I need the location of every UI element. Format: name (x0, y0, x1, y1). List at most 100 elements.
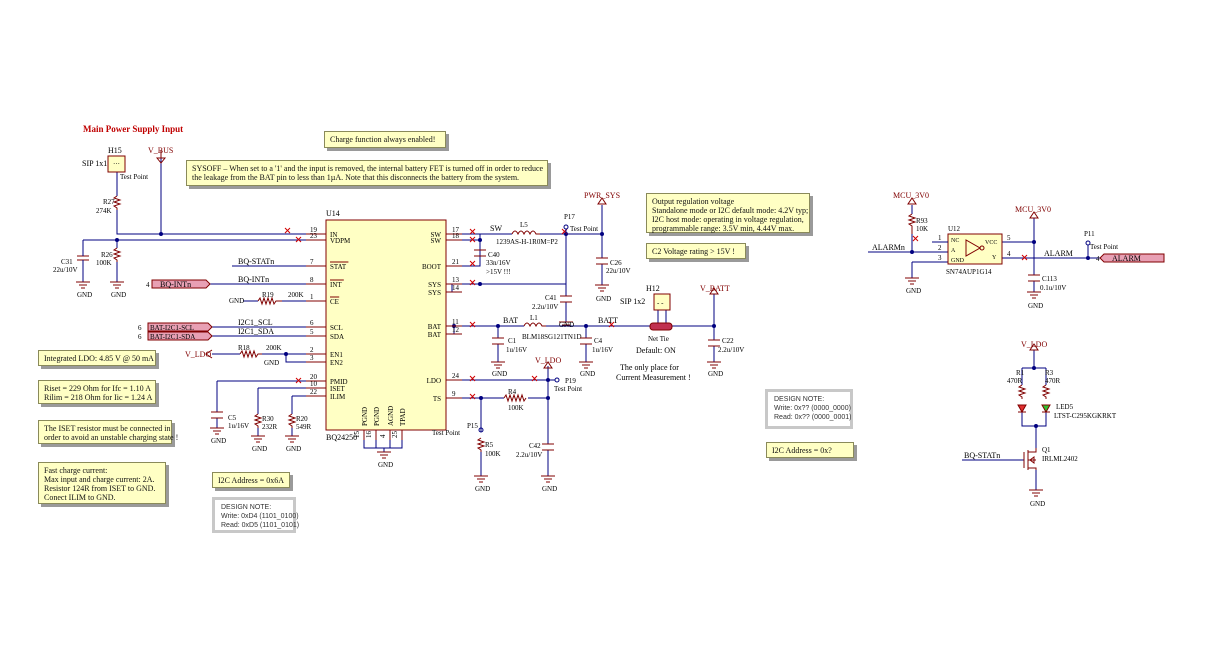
c113: C113 0.1u/10V (1028, 274, 1066, 292)
svg-text:SW: SW (431, 237, 442, 245)
svg-text:4: 4 (379, 434, 387, 438)
svg-text:200K: 200K (288, 291, 304, 299)
svg-text:GND: GND (211, 437, 226, 445)
l1: L1 BLM18SG121TN1D (522, 314, 582, 341)
svg-text:BATT: BATT (598, 316, 618, 325)
svg-text:BQ-STATn: BQ-STATn (964, 451, 1000, 460)
power-flags: V_BUS PWR_SYS V_BATT V_LDO MCU_3V0 MCU_3… (148, 146, 1051, 369)
gnd-r26: GND (110, 281, 126, 299)
svg-text:Y: Y (992, 255, 997, 261)
svg-text:2: 2 (938, 244, 942, 252)
svg-text:24: 24 (452, 372, 460, 380)
flag-mcu2: MCU_3V0 (1015, 205, 1051, 219)
gnd-c31: GND (76, 281, 92, 299)
svg-text:Q1: Q1 (1042, 446, 1051, 454)
note-fast-charge: Fast charge current:Max input and charge… (38, 462, 166, 504)
bqstat-label-right: BQ-STATn (964, 451, 1000, 460)
svg-text:2: 2 (310, 346, 314, 354)
note-sysoff: SYSOFF – When set to a '1' and the input… (186, 160, 548, 186)
svg-text:>15V !!!: >15V !!! (486, 268, 511, 276)
led5: LED5 LTST-C295KGKRKT (1017, 403, 1117, 420)
p15: P15 Test Point (432, 422, 484, 437)
svg-text:22u/10V: 22u/10V (606, 267, 631, 275)
svg-text:R3: R3 (1045, 369, 1054, 377)
svg-text:P15: P15 (467, 422, 478, 430)
svg-text:R18: R18 (238, 344, 250, 352)
svg-text:C22: C22 (722, 337, 734, 345)
gnd-r20: GND (285, 435, 301, 453)
svg-text:6: 6 (138, 324, 142, 332)
r19: R19 200K (257, 291, 304, 306)
svg-text:14: 14 (452, 284, 460, 292)
svg-text:C31: C31 (61, 258, 73, 266)
svg-text:H15: H15 (108, 146, 122, 155)
svg-text:5: 5 (1007, 234, 1011, 242)
svg-text:SDA: SDA (330, 333, 344, 341)
svg-text:470R: 470R (1007, 377, 1023, 385)
r1: R1 470R (1007, 369, 1027, 399)
svg-text:R4: R4 (508, 388, 517, 396)
svg-text:SW: SW (431, 231, 442, 239)
svg-text:U14: U14 (326, 209, 340, 218)
svg-text:6: 6 (138, 333, 142, 341)
svg-text:SYS: SYS (428, 281, 441, 289)
svg-text:U12: U12 (948, 225, 961, 233)
svg-text:GND: GND (708, 370, 723, 378)
port-vldo-in: V_LDO (185, 349, 213, 359)
svg-text:BAT: BAT (428, 323, 442, 331)
svg-text:232R: 232R (262, 423, 278, 431)
p19: P19 Test Point (548, 377, 582, 393)
svg-text:GND: GND (378, 461, 393, 469)
svg-text:GND: GND (475, 485, 490, 493)
junctions (115, 232, 1090, 428)
note-c2: C2 Voltage rating > 15V ! (646, 243, 746, 259)
svg-text:CE: CE (330, 298, 339, 306)
svg-text:R1: R1 (1016, 369, 1025, 377)
svg-text:274K: 274K (96, 207, 112, 215)
svg-text:VDPM: VDPM (330, 237, 351, 245)
svg-text:ISET: ISET (330, 385, 346, 393)
svg-text:470R: 470R (1045, 377, 1061, 385)
page-title: Main Power Supply Input (83, 124, 184, 134)
svg-text:15: 15 (353, 431, 361, 439)
svg-text:BAT-I2C1-SCL: BAT-I2C1-SCL (150, 324, 194, 332)
note-charge: Charge function always enabled! (324, 131, 446, 148)
svg-text:GND: GND (286, 445, 301, 453)
svg-text:GND: GND (252, 445, 267, 453)
gnd-ce: GND (229, 297, 244, 305)
svg-text:2.2u/10V: 2.2u/10V (718, 346, 744, 354)
svg-text:8: 8 (310, 276, 314, 284)
svg-text:GND: GND (77, 291, 92, 299)
svg-text:PGND: PGND (361, 407, 369, 426)
svg-text:GND: GND (1028, 302, 1043, 310)
svg-text:100K: 100K (485, 450, 501, 458)
svg-text:7: 7 (310, 258, 314, 266)
l5: L5 1239AS-H-1R0M=P2 (496, 221, 558, 246)
r3: R3 470R (1041, 369, 1061, 399)
svg-text:R27: R27 (103, 198, 115, 206)
svg-text:Test Point: Test Point (120, 173, 148, 181)
svg-text:GND: GND (596, 295, 611, 303)
svg-text:···: ··· (113, 160, 120, 168)
svg-text:18: 18 (452, 232, 460, 240)
gnd-c5: GND (210, 427, 226, 445)
svg-text:H12: H12 (646, 284, 660, 293)
svg-text:LDO: LDO (427, 377, 441, 385)
svg-text:33n/16V: 33n/16V (486, 259, 511, 267)
svg-text:C1: C1 (508, 337, 517, 345)
note-i2c-address-1: I2C Address = 0x6A (212, 472, 290, 488)
svg-text:R20: R20 (296, 415, 308, 423)
gnd-q1: GND (1029, 489, 1045, 508)
svg-text:16: 16 (365, 431, 373, 439)
svg-text:9: 9 (452, 390, 456, 398)
svg-text:BQ-INTn: BQ-INTn (160, 280, 191, 289)
sw-label: SW (490, 224, 502, 233)
svg-text:INT: INT (330, 281, 342, 289)
